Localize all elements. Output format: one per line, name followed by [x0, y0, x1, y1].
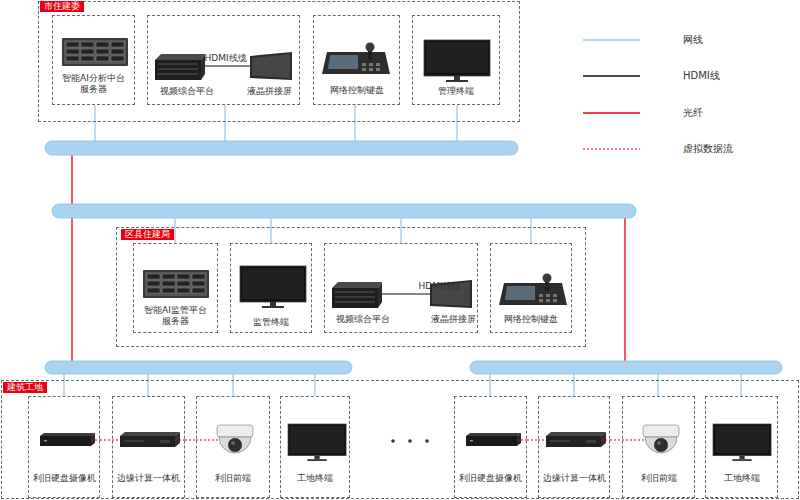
server-icon: [143, 270, 209, 298]
fiber-line: [624, 212, 625, 364]
device-box: 智能AI分析中台 服务器: [52, 15, 135, 105]
device-label: 智能AI监管平台 服务器: [140, 305, 211, 327]
lcd-wall-icon: [250, 52, 292, 80]
nvr-icon: [40, 433, 95, 446]
group-tag: 市住建委: [40, 1, 84, 12]
device-label: 视频综合平台: [333, 314, 393, 325]
device-box: 边缘计算一体机: [112, 396, 185, 498]
group-tag: 区县住建局: [121, 229, 174, 240]
device-box: 智能AI监管平台 服务器: [133, 243, 218, 333]
legend-text: 光纤: [683, 107, 703, 119]
legend-sample-line: [583, 148, 640, 149]
legend-sample-line: [583, 112, 640, 114]
device-label: 液晶拼接屏: [244, 86, 294, 97]
camera-icon: [217, 425, 253, 453]
device-label: 利旧硬盘摄像机: [455, 473, 526, 484]
group-tag: 建筑工地: [3, 382, 47, 393]
device-box: 利旧前端: [196, 396, 270, 498]
monitor-icon: [240, 266, 306, 308]
device-label: 利旧前端: [197, 473, 269, 484]
video-platform-icon: [155, 54, 205, 80]
device-label: 监管终端: [231, 317, 311, 328]
device-label: 管理终端: [413, 86, 499, 97]
group-box: 区县住建局智能AI监管平台 服务器监管终端 HDMI线缆视频综合平台 液晶拼接屏 网络…: [116, 227, 586, 347]
keyboard-icon: [322, 43, 390, 75]
nvr-icon: [466, 433, 521, 446]
legend-sample-line: [583, 39, 640, 41]
monitor-icon: [288, 424, 346, 461]
hdmi-cable: [205, 65, 250, 66]
device-box: 网络控制键盘: [313, 15, 400, 105]
device-box: HDMI线缆视频综合平台 液晶拼接屏: [324, 243, 478, 333]
device-label: 边缘计算一体机: [539, 473, 609, 484]
legend-sample-line: [583, 75, 640, 77]
device-label: 网络控制键盘: [314, 85, 399, 96]
device-label: 视频综合平台: [157, 86, 217, 97]
virtual-data-flow-stub: [91, 440, 645, 441]
group-box: 建筑工地利旧硬盘摄像机 边缘计算一体机 利旧前端 工地终端 利旧硬盘摄像机 边缘计算一体机…: [1, 380, 799, 499]
device-box: HDMI线缆视频综合平台 液晶拼接屏: [147, 15, 300, 105]
edge-box-icon: [120, 432, 180, 447]
video-platform-icon: [332, 282, 382, 308]
legend-text: 虚拟数据流: [683, 143, 733, 155]
legend-text: HDMI线: [683, 70, 720, 82]
monitor-icon: [713, 424, 771, 461]
group-box: 市住建委智能AI分析中台 服务器 HDMI线缆视频综合平台 液晶拼接屏 网络控制键盘 管…: [38, 1, 520, 122]
monitor-icon: [424, 40, 490, 82]
device-label: 利旧硬盘摄像机: [29, 473, 99, 484]
camera-icon: [643, 425, 679, 453]
device-box: 利旧硬盘摄像机: [28, 396, 100, 498]
device-box: 网络控制键盘: [490, 243, 572, 333]
device-label: HDMI线缆: [412, 281, 467, 292]
device-box: 利旧前端: [622, 396, 695, 498]
device-label: 工地终端: [281, 473, 349, 484]
device-label: HDMI线缆: [198, 53, 253, 64]
network-bus: [45, 141, 782, 374]
virtual-data-flow: [100, 440, 112, 441]
device-box: 管理终端: [412, 15, 500, 105]
device-box: 利旧硬盘摄像机: [454, 396, 527, 498]
device-label: 智能AI分析中台 服务器: [58, 73, 129, 95]
virtual-data-flow: [527, 440, 538, 441]
virtual-data-flow: [610, 440, 622, 441]
device-box: 边缘计算一体机: [538, 396, 610, 498]
keyboard-icon: [499, 274, 567, 306]
device-label: 边缘计算一体机: [113, 473, 184, 484]
fiber-line: [71, 150, 72, 364]
server-icon: [62, 38, 128, 66]
hdmi-cable: [382, 293, 430, 294]
device-box: 监管终端: [230, 243, 312, 333]
device-label: 液晶拼接屏: [428, 314, 478, 325]
device-box: 工地终端: [705, 396, 778, 498]
ellipsis-dots: [391, 439, 429, 443]
legend-text: 网线: [683, 34, 703, 46]
virtual-data-flow: [185, 440, 196, 441]
device-label: 工地终端: [706, 473, 777, 484]
device-label: 网络控制键盘: [491, 314, 571, 325]
device-label: 利旧前端: [623, 473, 694, 484]
edge-box-icon: [546, 432, 606, 447]
device-box: 工地终端: [280, 396, 350, 498]
